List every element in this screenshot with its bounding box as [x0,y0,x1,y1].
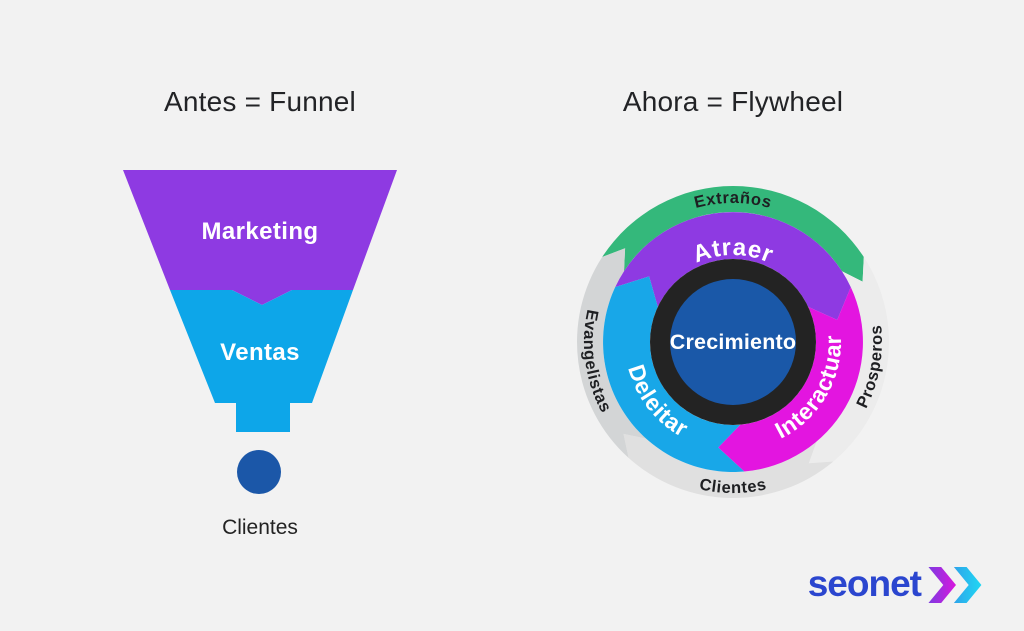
flywheel-outer-label-clientes: Clientes [698,475,768,497]
funnel-title: Antes = Funnel [164,86,356,117]
brand-logo: seonet [808,563,984,607]
flywheel-inner-segment-interactuar [718,287,863,472]
funnel-stage-ventas [170,290,353,432]
brand-logo-text: seonet [807,562,922,604]
flywheel-diagram: Extraños Prosperos Clientes Evangelistas… [577,186,890,499]
chevron-right-icon [953,567,982,603]
flywheel-title: Ahora = Flywheel [622,86,844,117]
flywheel-outer-segment-evangelistas [577,248,646,458]
funnel-outcome-label: Clientes [222,516,298,539]
funnel-diagram: Marketing Ventas Clientes [123,170,397,539]
flywheel-inner-wheel [603,212,863,472]
funnel-stage-marketing-label: Marketing [202,218,319,245]
flywheel-center-circle [670,279,796,405]
funnel-stage-ventas-label: Ventas [220,339,300,366]
flywheel-outer-segment-clientes [623,433,834,499]
flywheel-inner-segment-deleitar [603,276,745,472]
flywheel-outer-ring [577,186,890,499]
flywheel-inner-segment-atraer [615,212,851,320]
flywheel-center-label: Crecimiento [670,330,796,354]
brand-logo-chevrons-icon [928,567,982,603]
flywheel-outer-segment-prosperos [808,257,890,464]
flywheel-outer-label-extranos: Extraños [692,189,773,212]
funnel-outcome-dot [237,450,281,494]
chevron-right-icon [928,567,956,603]
funnel-stage-marketing [123,170,397,305]
flywheel-outer-segment-extraños [602,186,864,282]
